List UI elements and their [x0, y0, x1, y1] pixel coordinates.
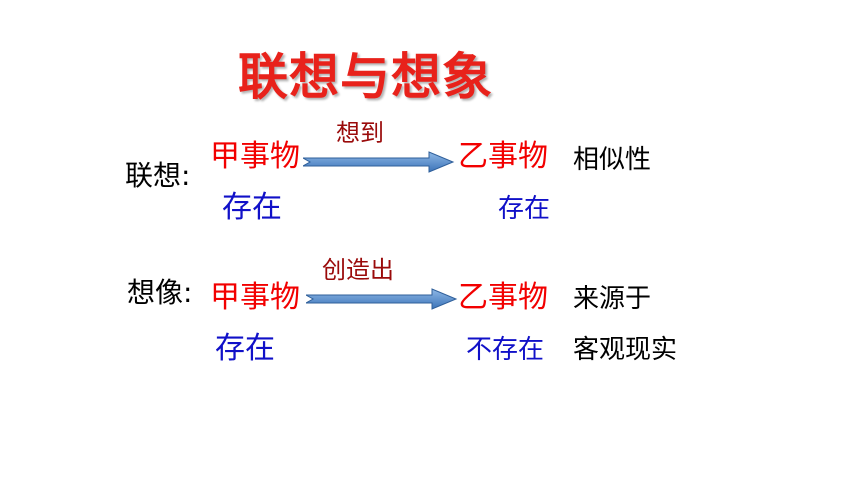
association-arrow	[303, 151, 455, 173]
association-target: 乙事物	[458, 139, 548, 174]
imagination-verb: 创造出	[322, 256, 394, 284]
imagination-arrow	[306, 288, 458, 310]
association-label: 联想:	[125, 159, 191, 192]
slide-title: 联想与想象	[238, 48, 493, 106]
imagination-property-line2: 客观现实	[573, 335, 678, 365]
imagination-source-state: 存在	[215, 331, 275, 366]
association-property: 相似性	[573, 145, 652, 175]
association-source-state: 存在	[222, 190, 282, 225]
association-target-state: 存在	[498, 194, 551, 224]
imagination-target-state: 不存在	[466, 335, 545, 365]
imagination-target: 乙事物	[458, 280, 548, 315]
imagination-source: 甲事物	[210, 280, 300, 315]
association-source: 甲事物	[210, 139, 300, 174]
association-verb: 想到	[336, 119, 384, 147]
imagination-property-line1: 来源于	[573, 284, 652, 314]
imagination-label: 想像:	[127, 276, 193, 309]
